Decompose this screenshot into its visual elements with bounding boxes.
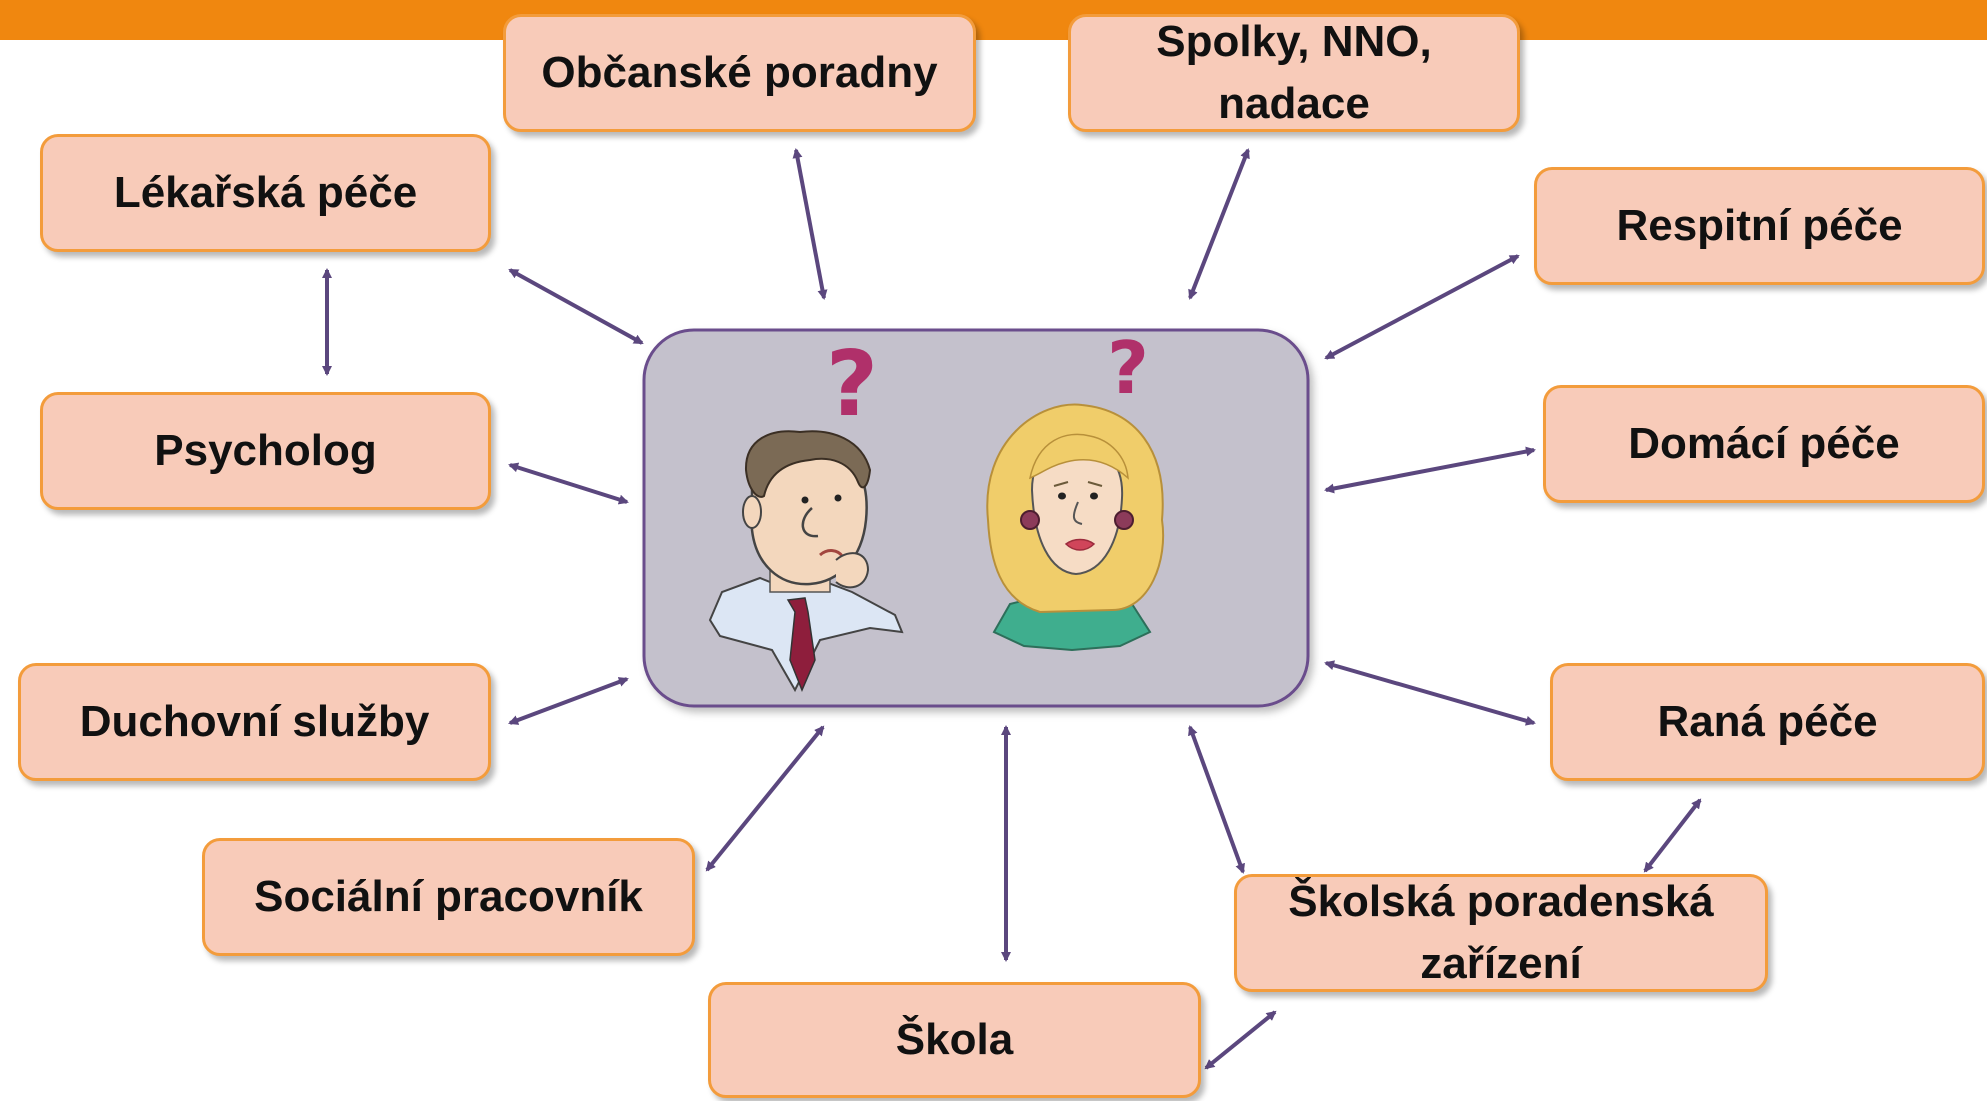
- connector-psycholog: [508, 462, 629, 505]
- connector-obcanske-poradny: [792, 148, 828, 300]
- node-respitni-pece: Respitní péče: [1534, 167, 1985, 285]
- node-obcanske-poradny: Občanské poradny: [503, 14, 976, 132]
- connector-respitni-pece: [1324, 254, 1520, 360]
- confused-man-icon: [708, 430, 904, 693]
- node-skola: Škola: [708, 982, 1201, 1098]
- center-panel: ? ?: [642, 326, 1310, 708]
- node-socialni-pracovnik: Sociální pracovník: [202, 838, 695, 956]
- node-rana-pece: Raná péče: [1550, 663, 1985, 781]
- node-domaci-pece: Domácí péče: [1543, 385, 1985, 503]
- connector-lekarska-pece: [508, 268, 644, 345]
- node-lekarska-pece: Lékařská péče: [40, 134, 491, 252]
- connectors: [322, 148, 1702, 1070]
- confused-woman-icon: [986, 403, 1165, 652]
- connector-skolska-poradenska: [1188, 725, 1245, 874]
- connector-domaci-pece: [1324, 446, 1536, 494]
- connector-spolky: [1188, 148, 1250, 300]
- connector-duchovni-sluzby: [508, 677, 629, 725]
- connector-rana-skolska: [1643, 798, 1702, 873]
- question-mark-man: ?: [826, 332, 878, 437]
- connector-socialni-pracovnik: [705, 725, 825, 872]
- header-bar: [0, 0, 1987, 40]
- connector-skola-skolska: [1204, 1010, 1277, 1070]
- connector-rana-pece: [1324, 660, 1536, 726]
- node-skolska-poradenska-zarizeni: Školská poradenská zařízení: [1234, 874, 1768, 992]
- node-duchovni-sluzby: Duchovní služby: [18, 663, 491, 781]
- question-mark-woman: ?: [1107, 326, 1149, 410]
- node-psycholog: Psycholog: [40, 392, 491, 510]
- node-spolky: Spolky, NNO, nadace: [1068, 14, 1520, 132]
